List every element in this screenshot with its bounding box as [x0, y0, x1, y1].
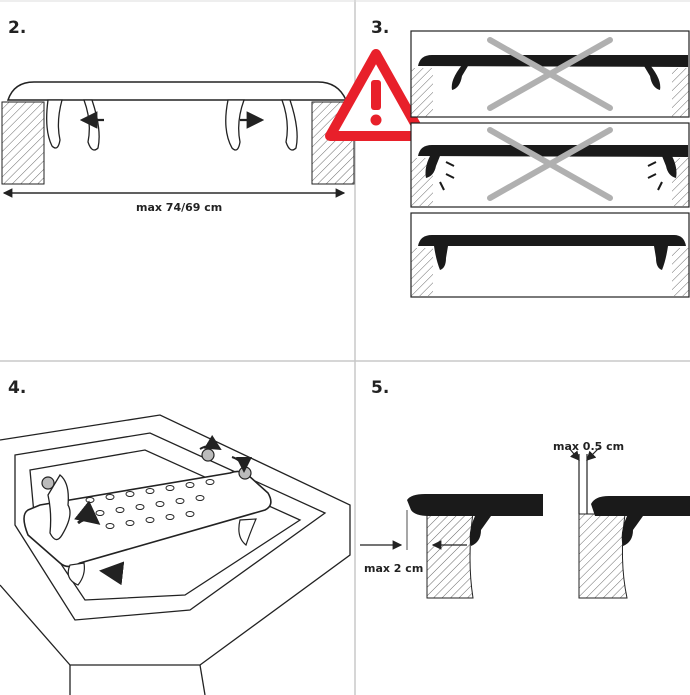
step-number-3: 3.: [371, 18, 390, 38]
bath-board: [418, 55, 688, 67]
wrong-fit-frame-1: [410, 30, 690, 118]
cross-mark-icon: [487, 37, 613, 111]
arrow-icon: [199, 434, 222, 451]
bath-board: [418, 235, 686, 246]
bath-board: [591, 496, 690, 516]
correct-fit-frame: [410, 212, 690, 298]
gap-label: max 0.5 cm: [553, 440, 625, 453]
bath-board: [6, 81, 348, 101]
tub-wall-left: [426, 511, 474, 599]
hand-sketch: [47, 474, 71, 541]
wrong-fit-frame-2: [410, 122, 690, 208]
step-4-illustration: [0, 414, 351, 695]
cross-mark-icon: [487, 127, 613, 201]
tub-wall-left: [1, 101, 45, 185]
arrow-icon: [231, 456, 252, 473]
step-2-illustration: [1, 81, 355, 198]
arrow-icon: [586, 447, 600, 461]
width-label: max 74/69 cm: [136, 201, 223, 214]
arrow-icon: [99, 561, 125, 586]
step-number-2: 2.: [8, 18, 27, 38]
step-5-illustration: [360, 447, 690, 599]
arrow-icon: [74, 500, 101, 525]
step-number-4: 4.: [8, 378, 27, 398]
step-number-5: 5.: [371, 378, 390, 398]
bath-board: [418, 145, 688, 157]
overhang-label: max 2 cm: [364, 562, 424, 575]
warning-triangle-icon: [325, 49, 427, 141]
arrow-icon: [568, 447, 580, 461]
tub-wall-right: [578, 513, 628, 599]
bath-board: [407, 494, 543, 516]
